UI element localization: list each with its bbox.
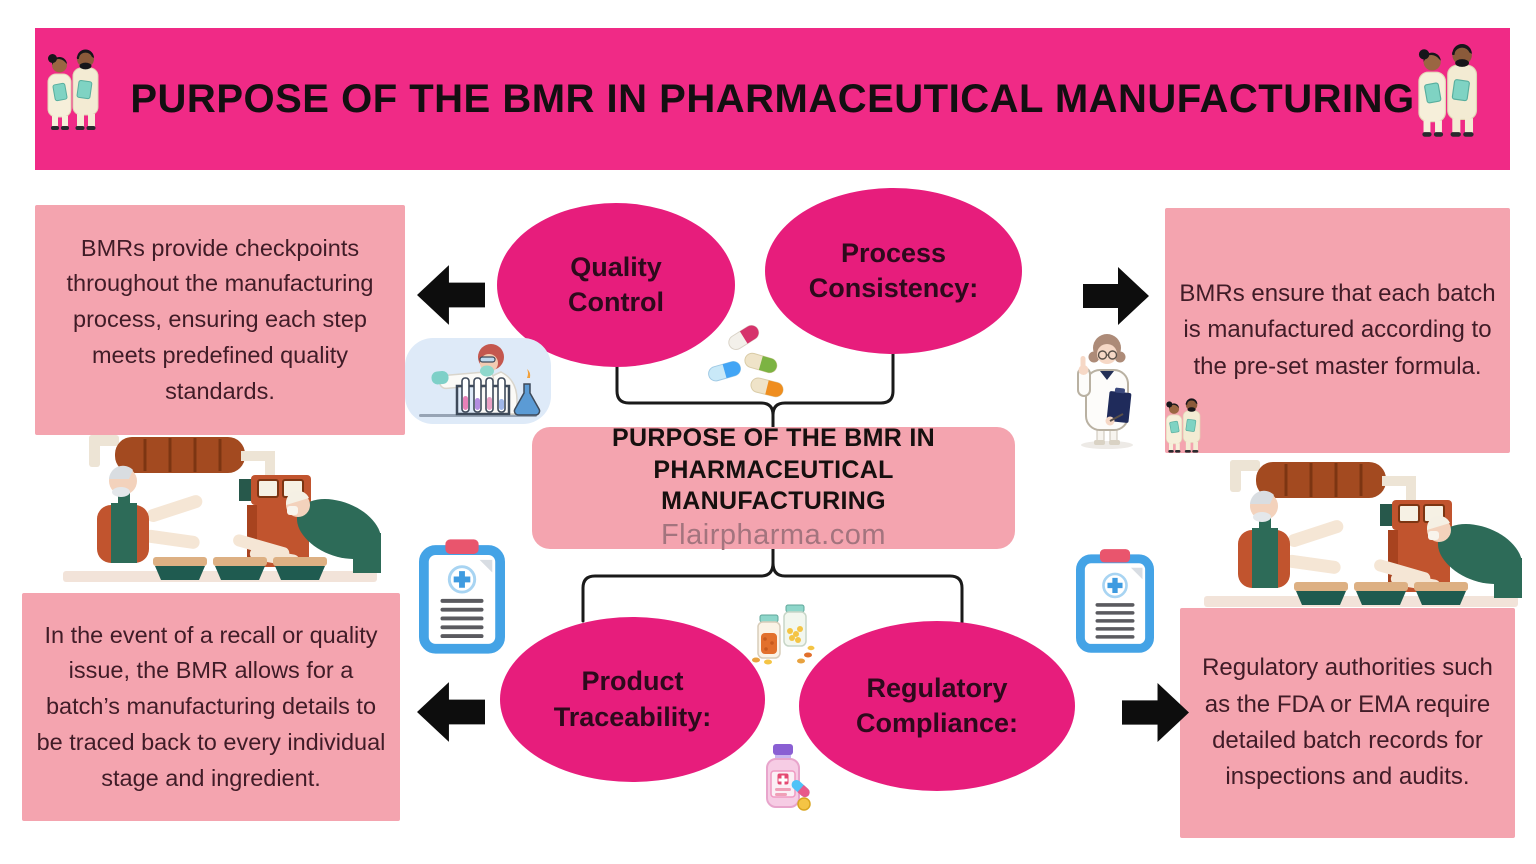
- website-watermark: Flairpharma.com: [660, 519, 887, 552]
- capsule-pills-icon: [708, 325, 784, 398]
- node-quality-control: Quality Control: [497, 203, 735, 367]
- node-quality-control-label: Quality Control: [568, 251, 664, 317]
- right-arrow-icon: [1083, 267, 1149, 325]
- left-arrow-icon: [417, 265, 485, 325]
- production-workers-illustration: [1202, 458, 1526, 609]
- node-regulatory-compliance-label: Regulatory Compliance:: [855, 672, 1019, 738]
- process-consistency-note: BMRs ensure that each batch is manufactu…: [1165, 208, 1510, 453]
- page-title: PURPOSE OF THE BMR IN PHARMACEUTICAL MAN…: [130, 77, 1415, 121]
- pharmacists-pair-icon: [1165, 398, 1201, 453]
- center-title: PURPOSE OF THE BMR IN PHARMACEUTICAL MAN…: [612, 424, 935, 515]
- node-product-traceability: Product Traceability:: [500, 617, 765, 782]
- quality-control-note-text: BMRs provide checkpoints throughout the …: [66, 234, 374, 404]
- medical-clipboard-icon: [1076, 544, 1154, 657]
- node-regulatory-compliance: Regulatory Compliance:: [799, 621, 1075, 791]
- medical-clipboard-icon: [419, 538, 505, 654]
- center-title-box: PURPOSE OF THE BMR IN PHARMACEUTICAL MAN…: [532, 424, 1015, 552]
- lab-scientist-illustration: [405, 338, 551, 424]
- quality-control-note: BMRs provide checkpoints throughout the …: [35, 205, 405, 435]
- right-arrow-icon: [1122, 683, 1189, 742]
- doctor-pointing-illustration: [1077, 334, 1133, 449]
- pill-bottles-icon: [752, 604, 815, 665]
- header-banner: PURPOSE OF THE BMR IN PHARMACEUTICAL MAN…: [35, 28, 1510, 170]
- regulatory-compliance-note-text: Regulatory authorities such as the FDA o…: [1202, 654, 1493, 791]
- node-product-traceability-label: Product Traceability:: [553, 666, 712, 732]
- product-traceability-note: In the event of a recall or quality issu…: [22, 593, 400, 821]
- left-arrow-icon: [417, 682, 485, 742]
- pharmacists-pair-icon: [1418, 43, 1478, 138]
- regulatory-compliance-note: Regulatory authorities such as the FDA o…: [1180, 608, 1515, 838]
- pharmacists-pair-icon: [47, 49, 99, 131]
- production-workers-illustration: [61, 433, 385, 584]
- medicine-bottle-icon: [766, 744, 811, 811]
- node-process-consistency: Process Consistency:: [765, 188, 1022, 354]
- process-consistency-note-text: BMRs ensure that each batch is manufactu…: [1179, 279, 1496, 380]
- product-traceability-note-text: In the event of a recall or quality issu…: [36, 621, 386, 791]
- node-process-consistency-label: Process Consistency:: [808, 237, 979, 303]
